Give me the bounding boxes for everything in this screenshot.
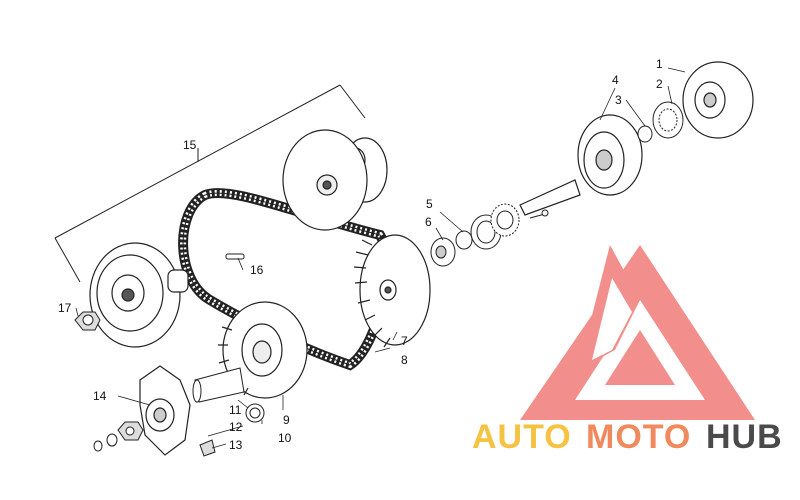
watermark-logo — [520, 245, 755, 420]
callout-2: 2 — [656, 77, 663, 91]
ring-5 — [455, 230, 473, 250]
gear-rings — [470, 203, 520, 250]
bolt — [529, 209, 549, 219]
callout-12: 12 — [229, 420, 243, 434]
callout-13: 13 — [229, 438, 243, 452]
leader-lines — [75, 67, 686, 449]
callout-10: 10 — [278, 431, 292, 445]
callout-8: 8 — [401, 353, 408, 367]
watermark-text: AUTO MOTO HUB — [472, 418, 783, 456]
brand-part-1: AUTO — [472, 418, 572, 456]
callout-16: 16 — [250, 263, 264, 277]
bearing-3 — [637, 125, 653, 143]
spider-14 — [139, 365, 191, 456]
shaft-4 — [519, 114, 643, 216]
callout-9: 9 — [283, 413, 290, 427]
callout-1: 1 — [656, 57, 663, 71]
callout-labels: 1 2 3 4 5 6 7 8 9 10 11 12 13 14 15 16 1… — [58, 57, 663, 452]
bracket-15 — [54, 84, 366, 283]
small-washers — [93, 433, 118, 452]
clip-13 — [199, 439, 216, 457]
clutch-2 — [652, 101, 684, 139]
brand-part-3: HUB — [706, 418, 783, 456]
driven-pulley — [282, 129, 388, 231]
callout-4: 4 — [612, 73, 619, 87]
callout-17: 17 — [58, 301, 72, 315]
callout-6: 6 — [425, 215, 432, 229]
callout-7: 7 — [401, 334, 408, 348]
callout-14: 14 — [93, 389, 107, 403]
bearing-6 — [430, 237, 456, 267]
callout-15: 15 — [183, 138, 197, 152]
drive-plate — [89, 242, 189, 348]
nut-17 — [74, 311, 101, 331]
callout-11: 11 — [229, 403, 242, 417]
sleeve-11 — [192, 367, 245, 403]
brand-part-2: MOTO — [586, 418, 691, 456]
nut-12 — [117, 421, 144, 441]
callout-3: 3 — [615, 93, 622, 107]
washer-10 — [245, 403, 265, 423]
callout-5: 5 — [426, 197, 433, 211]
fixed-sheave-7 — [353, 234, 431, 348]
movable-sheave-9 — [218, 301, 308, 399]
pin-16 — [225, 253, 245, 260]
housing-1 — [682, 61, 754, 139]
